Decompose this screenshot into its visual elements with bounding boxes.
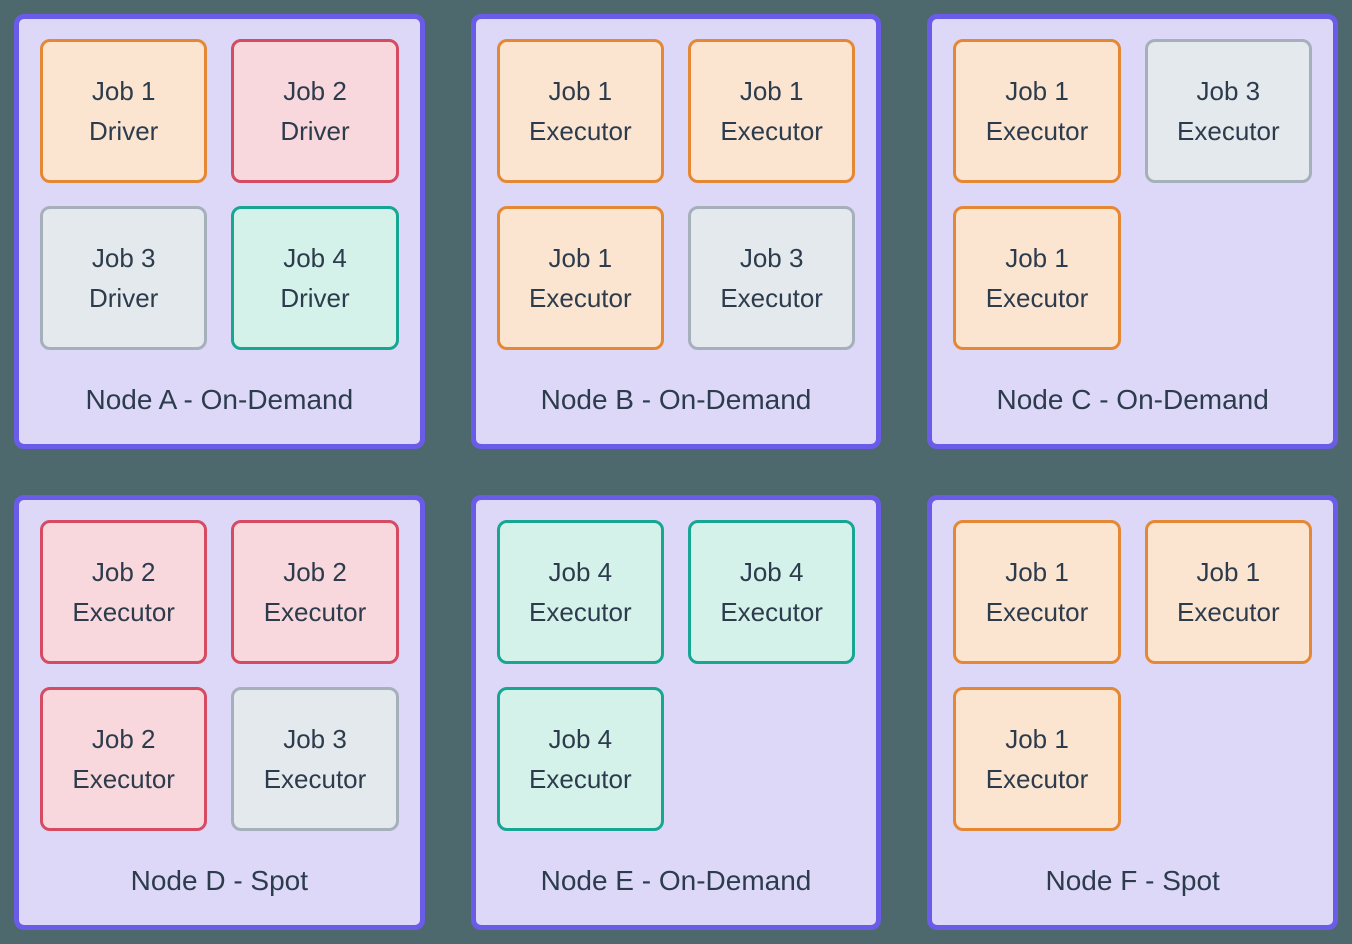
node-card: Job 1 Executor Job 1 Executor Job 1 Exec… (927, 495, 1338, 930)
job-role: Executor (529, 283, 632, 313)
node-card: Job 2 Executor Job 2 Executor Job 2 Exec… (14, 495, 425, 930)
node-label: Node D - Spot (130, 865, 309, 896)
job-name: Job 3 (739, 243, 804, 273)
node-card: Job 1 Driver Job 2 Driver Job 3 Driver J… (14, 14, 425, 449)
job-role: Driver (280, 283, 350, 313)
job-name: Job 1 (1005, 76, 1069, 106)
job-name: Job 3 (283, 724, 347, 754)
job-name: Job 3 (91, 243, 156, 273)
job-name: Job 1 (1005, 557, 1069, 587)
job-role: Driver (280, 116, 350, 146)
job-role: Executor (263, 764, 367, 794)
job-grid: Job 4 Executor Job 4 Executor Job 4 Exec… (496, 520, 856, 831)
job-role: Executor (985, 283, 1089, 313)
node-label: Node A - On-Demand (85, 384, 354, 415)
node-card: Job 1 Executor Job 3 Executor Job 1 Exec… (927, 14, 1338, 449)
job-name: Job 4 (739, 557, 804, 587)
node-card: Job 4 Executor Job 4 Executor Job 4 Exec… (470, 495, 882, 930)
job-box: Job 3 Driver (40, 206, 208, 350)
job-box: Job 1 Driver (40, 39, 208, 183)
job-box: Job 1 Executor (496, 206, 664, 350)
node-label: Node F - Spot (1045, 865, 1220, 896)
job-grid: Job 1 Executor Job 3 Executor Job 1 Exec… (953, 39, 1312, 350)
job-role: Executor (720, 597, 823, 627)
job-box: Job 2 Driver (231, 39, 399, 183)
job-box: Job 2 Executor (40, 687, 208, 831)
job-name: Job 1 (91, 76, 156, 106)
job-box: Job 2 Executor (40, 520, 208, 664)
job-name: Job 4 (283, 243, 347, 273)
job-grid: Job 2 Executor Job 2 Executor Job 2 Exec… (40, 520, 399, 831)
job-role: Executor (1177, 116, 1280, 146)
job-role: Executor (529, 764, 632, 794)
job-box: Job 1 Executor (953, 206, 1121, 350)
job-box: Job 3 Executor (687, 206, 856, 350)
job-name: Job 1 (548, 243, 613, 273)
job-role: Executor (72, 597, 175, 627)
job-role: Driver (88, 283, 159, 313)
job-grid: Job 1 Executor Job 1 Executor Job 1 Exec… (496, 39, 856, 350)
node-card: Job 1 Executor Job 1 Executor Job 1 Exec… (470, 14, 882, 449)
job-name: Job 1 (1196, 557, 1261, 587)
job-name: Job 2 (91, 557, 156, 587)
node-label: Node B - On-Demand (540, 384, 812, 415)
job-box: Job 4 Executor (687, 520, 856, 664)
job-box: Job 1 Executor (1144, 520, 1312, 664)
job-name: Job 4 (548, 724, 613, 754)
job-role: Executor (720, 116, 823, 146)
job-box: Job 1 Executor (953, 39, 1121, 183)
job-name: Job 3 (1196, 76, 1261, 106)
job-box: Job 1 Executor (953, 520, 1121, 664)
job-name: Job 4 (548, 557, 613, 587)
job-grid: Job 1 Driver Job 2 Driver Job 3 Driver J… (40, 39, 399, 350)
job-box: Job 1 Executor (687, 39, 856, 183)
job-grid: Job 1 Executor Job 1 Executor Job 1 Exec… (953, 520, 1312, 831)
job-role: Executor (985, 116, 1089, 146)
job-role: Executor (72, 764, 175, 794)
job-box: Job 4 Driver (231, 206, 399, 350)
job-box: Job 4 Executor (496, 520, 664, 664)
job-box: Job 3 Executor (1144, 39, 1312, 183)
node-label: Node E - On-Demand (540, 865, 812, 896)
job-role: Executor (529, 597, 632, 627)
job-name: Job 1 (739, 76, 804, 106)
job-name: Job 1 (1005, 243, 1069, 273)
job-name: Job 1 (1005, 724, 1069, 754)
job-name: Job 1 (548, 76, 613, 106)
job-box: Job 3 Executor (231, 687, 399, 831)
job-box: Job 2 Executor (231, 520, 399, 664)
job-role: Executor (720, 283, 823, 313)
job-name: Job 2 (91, 724, 156, 754)
job-name: Job 2 (283, 557, 347, 587)
job-role: Executor (985, 597, 1089, 627)
job-role: Driver (88, 116, 159, 146)
job-role: Executor (263, 597, 367, 627)
node-label: Node C - On-Demand (996, 384, 1269, 415)
job-role: Executor (529, 116, 632, 146)
job-box: Job 1 Executor (953, 687, 1121, 831)
job-box: Job 4 Executor (496, 687, 664, 831)
job-box: Job 1 Executor (496, 39, 664, 183)
job-role: Executor (985, 764, 1089, 794)
job-name: Job 2 (283, 76, 347, 106)
job-role: Executor (1177, 597, 1280, 627)
